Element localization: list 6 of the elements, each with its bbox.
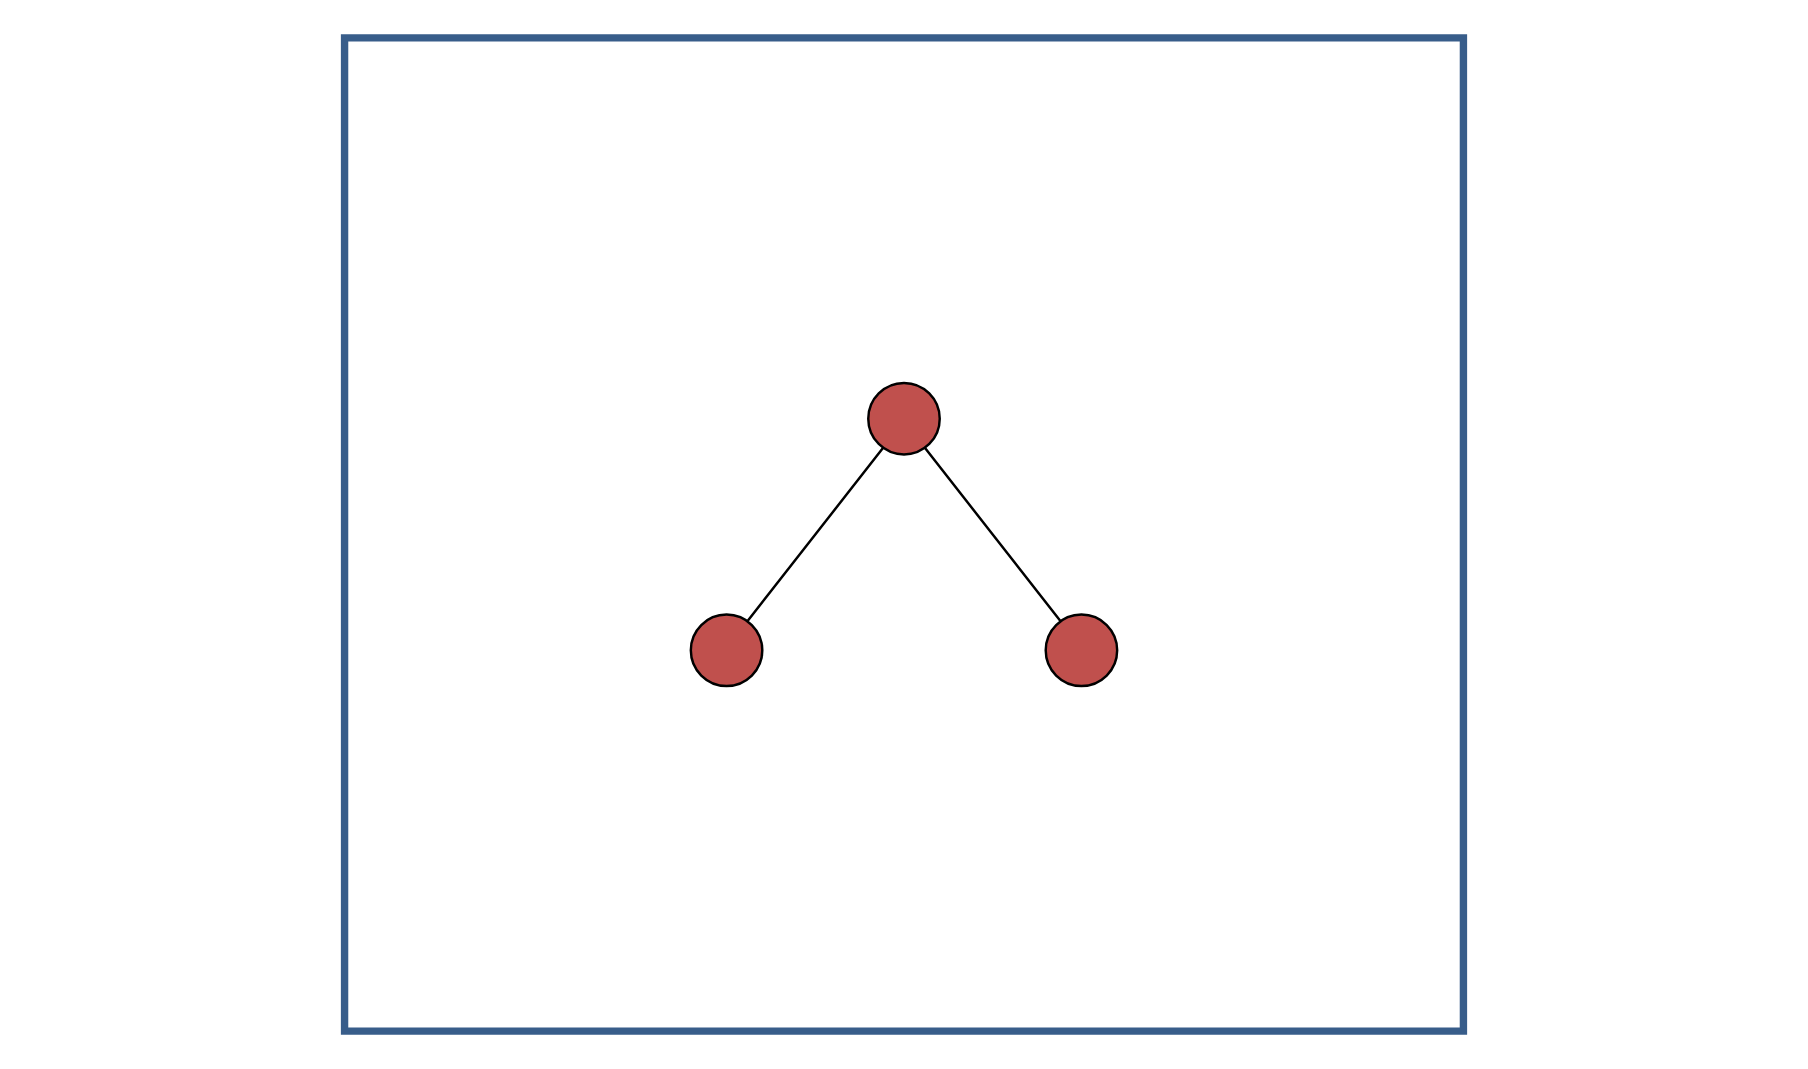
connector xyxy=(746,447,884,622)
node-circle xyxy=(689,613,764,688)
node-circle xyxy=(867,381,941,456)
node-circle xyxy=(1044,613,1119,688)
cluster xyxy=(340,34,1468,1035)
connector xyxy=(924,447,1062,622)
